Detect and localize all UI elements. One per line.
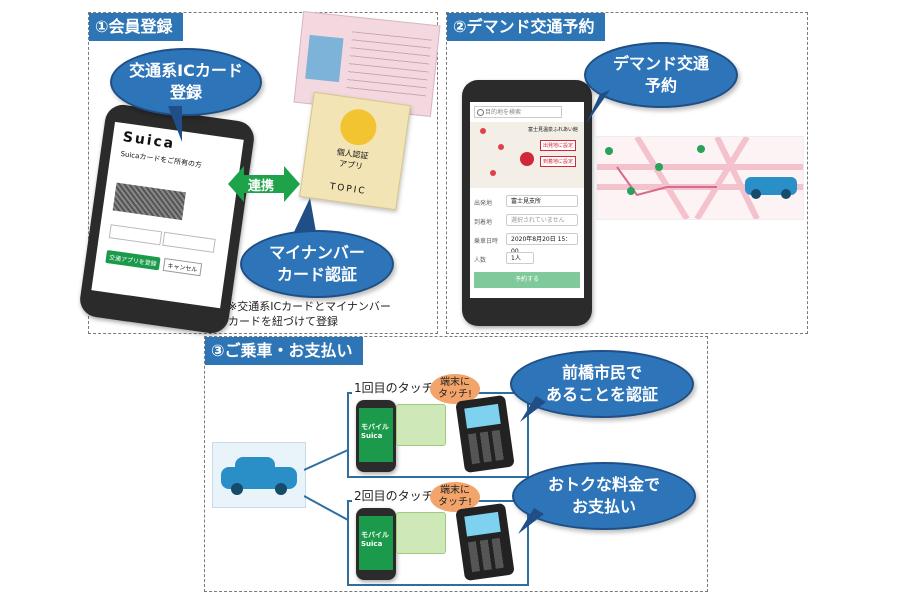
topic-logo-icon bbox=[338, 106, 379, 148]
datetime-field[interactable]: 2020年8月20日 15：00 bbox=[506, 233, 578, 255]
map-area[interactable]: 富士見温泉ふれあい館 出発地に設定 到着地に設定 bbox=[470, 122, 584, 188]
suica-input-1[interactable] bbox=[108, 224, 163, 246]
mobile-suica-label: モバイル Suica bbox=[361, 423, 389, 440]
map-pin bbox=[480, 128, 486, 134]
reservation-phone-screen: 目的地を検索 富士見温泉ふれあい館 出発地に設定 到着地に設定 出発地 富士見支… bbox=[470, 102, 584, 298]
member-registration-panel bbox=[88, 12, 438, 334]
map-pin bbox=[490, 170, 496, 176]
mobile-suica-label: モバイル Suica bbox=[361, 531, 389, 548]
link-label: 連携 bbox=[248, 179, 275, 194]
boarding-payment-panel bbox=[204, 336, 708, 592]
taxi-icon bbox=[221, 467, 297, 495]
set-destination-button[interactable]: 到着地に設定 bbox=[540, 156, 577, 167]
mobile-suica-screen: モバイル Suica bbox=[359, 516, 393, 570]
registration-note: ※交通系ICカードとマイナンバー カードを紐づけて登録 bbox=[228, 300, 391, 328]
my-number-bubble-tail bbox=[294, 198, 316, 232]
origin-field[interactable]: 富士見支所 bbox=[506, 195, 578, 207]
touch2-suica-card bbox=[396, 512, 446, 554]
map-pin-green bbox=[697, 145, 705, 153]
popup-title: 富士見温泉ふれあい館 bbox=[528, 127, 579, 133]
touch1-suica-card bbox=[396, 404, 446, 446]
connector-lines bbox=[304, 449, 349, 521]
row-label-datetime: 乗車日時 bbox=[474, 238, 499, 245]
mobile-suica-screen: モバイル Suica bbox=[359, 408, 393, 462]
ic-card-registration-bubble: 交通系ICカード 登録 bbox=[110, 48, 262, 116]
touch2-phone: モバイル Suica bbox=[356, 508, 396, 580]
topic-app-card: 個人認証 アプリ TOPIC bbox=[299, 91, 411, 211]
row-label-destination: 到着地 bbox=[474, 219, 493, 226]
taxi-card bbox=[212, 442, 306, 508]
suica-card-image bbox=[112, 182, 186, 221]
reservation-phone: 目的地を検索 富士見温泉ふれあい館 出発地に設定 到着地に設定 出発地 富士見支… bbox=[462, 80, 592, 326]
taxi-icon bbox=[745, 177, 797, 199]
card-photo bbox=[305, 34, 344, 83]
card-text-lines bbox=[346, 31, 432, 100]
link-arrow bbox=[228, 166, 300, 202]
map-pin-green bbox=[605, 147, 613, 155]
touch2-label: 2回目のタッチ bbox=[352, 487, 436, 504]
suica-cancel-button[interactable]: キャンセル bbox=[162, 258, 203, 277]
section3-title: ③ご乗車・お支払い bbox=[205, 337, 363, 365]
discount-payment-bubble: おトクな料金で お支払い bbox=[512, 462, 696, 530]
ic-bubble-tail bbox=[168, 106, 182, 142]
reserve-button[interactable]: 予約する bbox=[474, 272, 580, 288]
row-label-people: 人数 bbox=[474, 257, 487, 264]
set-origin-button[interactable]: 出発地に設定 bbox=[540, 140, 577, 151]
route-lines bbox=[597, 135, 803, 221]
terminal-screen bbox=[464, 403, 501, 429]
people-field[interactable]: 1人 bbox=[506, 252, 534, 264]
terminal-keypad bbox=[467, 429, 506, 465]
search-input[interactable]: 目的地を検索 bbox=[474, 106, 562, 118]
search-icon bbox=[477, 109, 484, 116]
terminal-keypad bbox=[467, 537, 506, 573]
suica-register-button[interactable]: 交通アプリを登録 bbox=[105, 249, 161, 271]
row-label-origin: 出発地 bbox=[474, 200, 493, 207]
route-map bbox=[596, 135, 804, 221]
reservation-bubble-tail bbox=[586, 90, 610, 124]
taxi-wheel bbox=[231, 483, 243, 495]
touch2-terminal bbox=[455, 502, 515, 582]
resident-auth-tail bbox=[520, 396, 546, 422]
terminal-screen bbox=[464, 511, 501, 537]
map-pin-green bbox=[627, 187, 635, 195]
topic-brand: TOPIC bbox=[329, 181, 368, 197]
suica-input-2[interactable] bbox=[162, 231, 216, 253]
my-number-auth-bubble: マイナンバー カード認証 bbox=[240, 230, 394, 298]
section2-title: ②デマンド交通予約 bbox=[447, 13, 605, 41]
map-pin bbox=[520, 152, 534, 166]
demand-reservation-panel bbox=[446, 12, 808, 334]
discount-payment-tail bbox=[518, 508, 544, 534]
touch1-label: 1回目のタッチ bbox=[352, 379, 436, 396]
touch1-terminal bbox=[455, 394, 515, 474]
suica-line1: Suicaカードをご所有の方 bbox=[120, 149, 203, 170]
touch1-phone: モバイル Suica bbox=[356, 400, 396, 472]
resident-auth-bubble: 前橋市民で あることを認証 bbox=[510, 350, 694, 418]
taxi-wheel bbox=[275, 483, 287, 495]
destination-field[interactable]: 選択されていません bbox=[506, 214, 578, 226]
map-pin bbox=[498, 144, 504, 150]
taxi-wheel bbox=[781, 189, 791, 199]
suica-phone-screen: Suica Suicaカードをご所有の方 交通アプリを登録 キャンセル bbox=[91, 121, 244, 309]
map-pin-green bbox=[655, 163, 663, 171]
topic-label: 個人認証 アプリ bbox=[336, 147, 370, 172]
demand-reservation-bubble: デマンド交通 予約 bbox=[584, 42, 738, 108]
taxi-wheel bbox=[751, 189, 761, 199]
section1-title: ①会員登録 bbox=[89, 13, 183, 41]
taxi-roof bbox=[235, 457, 275, 469]
